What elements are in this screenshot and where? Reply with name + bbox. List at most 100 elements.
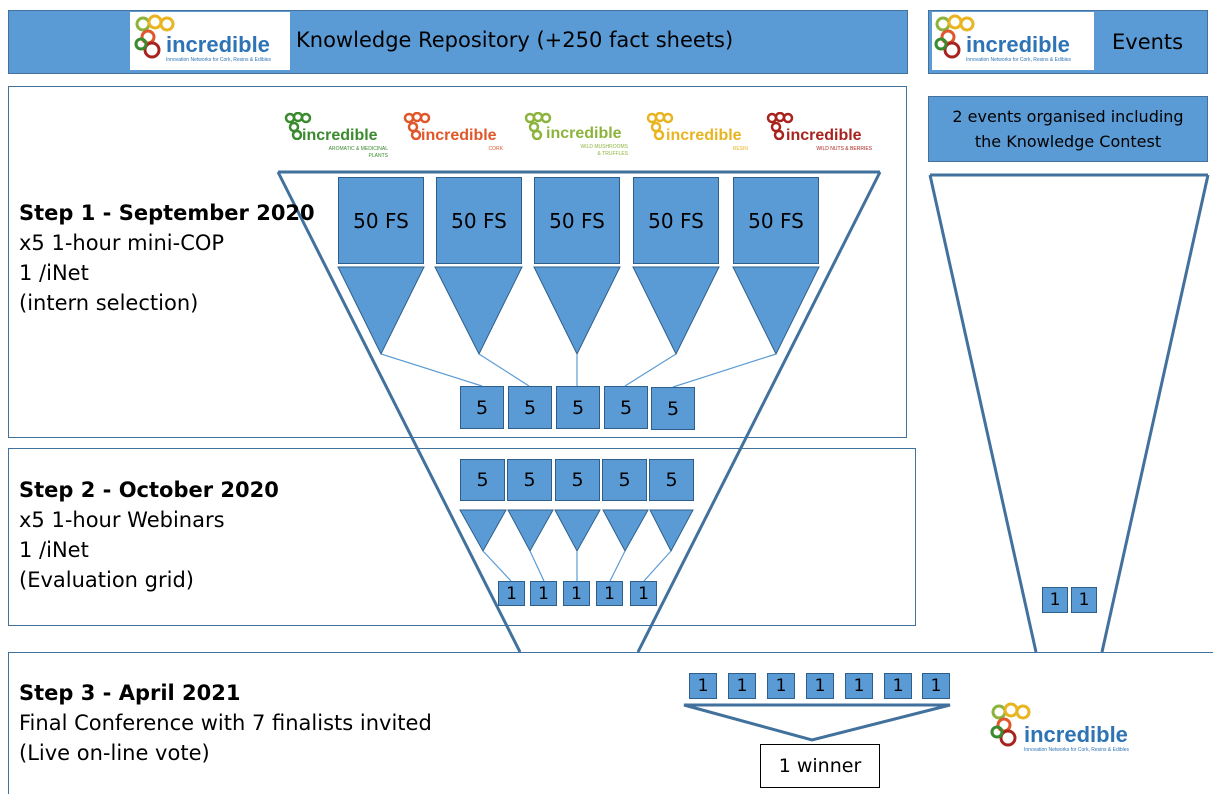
footer-logo-word: incredible [1024,722,1128,747]
step2-title: Step 2 - October 2020 [19,478,279,502]
step1-filter-2 [434,266,523,356]
inet-word-1: incredible [302,127,378,144]
step2-line2: 1 /iNet [19,538,89,562]
step3-panel [8,652,1213,794]
inet-word-4: incredible [666,127,742,144]
finalist-4: 1 [806,673,834,699]
inet-word-3: incredible [546,125,622,142]
step2-line1: x5 1-hour Webinars [19,508,225,532]
step2-input-2: 5 [507,459,552,501]
step2-output-3: 1 [563,581,590,606]
inet-logo-3: incredible WILD MUSHROOMS & TRUFFLES [524,112,632,164]
step2-output-4: 1 [596,581,623,606]
events-subtitle: 2 events organised including the Knowled… [952,107,1184,151]
inet-logo-4: incredible RESIN [646,112,752,164]
step2-connector-2 [529,550,545,582]
events-logo-tagline: Innovation Networks for Cork, Resins & E… [966,57,1072,63]
header-logo: incredible Innovation Networks for Cork,… [130,12,290,70]
inet-rings-icon [524,112,552,140]
step2-output-5: 1 [630,581,657,606]
step2-input-5: 5 [649,459,694,501]
fs-box-4: 50 FS [633,177,719,264]
inet-sub-3b: & TRUFFLES [597,151,628,157]
step2-input-1: 5 [460,459,505,501]
step1-filter-4 [632,266,720,356]
inet-sub-4a: RESIN [732,146,748,152]
inet-sub-5a: WILD NUTS & BERRIES [816,146,872,152]
step3-description: Step 3 - April 2021 Final Conference wit… [19,678,432,768]
footer-logo-tagline: Innovation Networks for Cork, Resins & E… [1024,747,1130,753]
logo-rings-icon [134,14,175,59]
step1-connector-5 [672,353,777,388]
header-title: Knowledge Repository (+250 fact sheets) [296,28,734,52]
header-logo-word: incredible [166,32,270,57]
inet-logo-1: incredible AROMATIC & MEDICINAL PLANTS [284,112,388,164]
step2-filter-5 [649,509,694,553]
fs-box-3: 50 FS [534,177,620,264]
events-funnel-left [928,174,1038,653]
step1-selected-3: 5 [556,386,600,429]
step1-line1: x5 1-hour mini-COP [19,231,225,255]
step1-title: Step 1 - September 2020 [19,201,315,225]
fs-box-1: 50 FS [338,177,424,264]
finalist-3: 1 [767,673,795,699]
step3-title: Step 3 - April 2021 [19,681,241,705]
step2-input-3: 5 [555,459,600,501]
step2-connector-1 [482,550,512,582]
main-funnel-right [636,171,882,653]
fs-box-5: 50 FS [733,177,819,264]
inet-word-2: incredible [421,127,497,144]
finalist-7: 1 [922,673,950,699]
inet-rings-icon [284,112,312,140]
step2-input-4: 5 [602,459,647,501]
inet-rings-icon [403,112,431,140]
fs-box-2: 50 FS [436,177,522,264]
step1-filter-3 [533,266,621,356]
step2-connector-4 [609,550,626,582]
step1-connector-1 [380,353,483,387]
step1-filter-5 [732,266,820,356]
inet-sub-2a: CORK [488,146,503,152]
inet-logo-2: incredible CORK [403,112,507,164]
events-funnel-right [1100,174,1210,653]
step1-selected-5: 5 [651,387,695,430]
step2-connector-5 [643,550,672,582]
step1-selected-2: 5 [508,386,552,429]
step2-description: Step 2 - October 2020 x5 1-hour Webinars… [19,475,279,595]
events-logo-word: incredible [966,32,1070,57]
step1-selected-4: 5 [604,386,648,429]
events-title: Events [1112,30,1184,54]
events-count-1: 1 [1042,587,1068,613]
inet-rings-icon [646,112,674,140]
winner-box: 1 winner [760,744,880,788]
finalist-5: 1 [845,673,873,699]
step1-line2: 1 /iNet [19,261,89,285]
step2-filter-2 [507,509,554,553]
step2-filter-3 [554,509,601,553]
header-logo-tagline: Innovation Networks for Cork, Resins & E… [166,57,272,63]
step2-output-1: 1 [498,581,525,606]
events-count-2: 1 [1071,587,1097,613]
step1-description: Step 1 - September 2020 x5 1-hour mini-C… [19,198,315,318]
step1-connector-4 [624,353,677,387]
inet-sub-3a: WILD MUSHROOMS [580,144,629,150]
step3-line1: Final Conference with 7 finalists invite… [19,711,432,735]
step1-line3: (intern selection) [19,291,199,315]
step3-line2: (Live on-line vote) [19,741,210,765]
step3-funnel [683,703,951,742]
inet-sub-1b: PLANTS [368,153,388,159]
inet-word-5: incredible [786,127,862,144]
finalist-2: 1 [728,673,756,699]
step2-line3: (Evaluation grid) [19,568,194,592]
inet-rings-icon [766,112,794,140]
inet-logo-5: incredible WILD NUTS & BERRIES [766,112,874,164]
step2-filter-4 [602,509,649,553]
step1-connector-2 [478,353,530,387]
step1-selected-1: 5 [460,386,504,429]
step1-filter-1 [337,266,425,356]
step2-output-2: 1 [530,581,557,606]
finalist-1: 1 [689,673,717,699]
step2-filter-1 [459,509,507,553]
events-logo: incredible Innovation Networks for Cork,… [932,12,1094,70]
inet-sub-1a: AROMATIC & MEDICINAL [328,146,388,152]
